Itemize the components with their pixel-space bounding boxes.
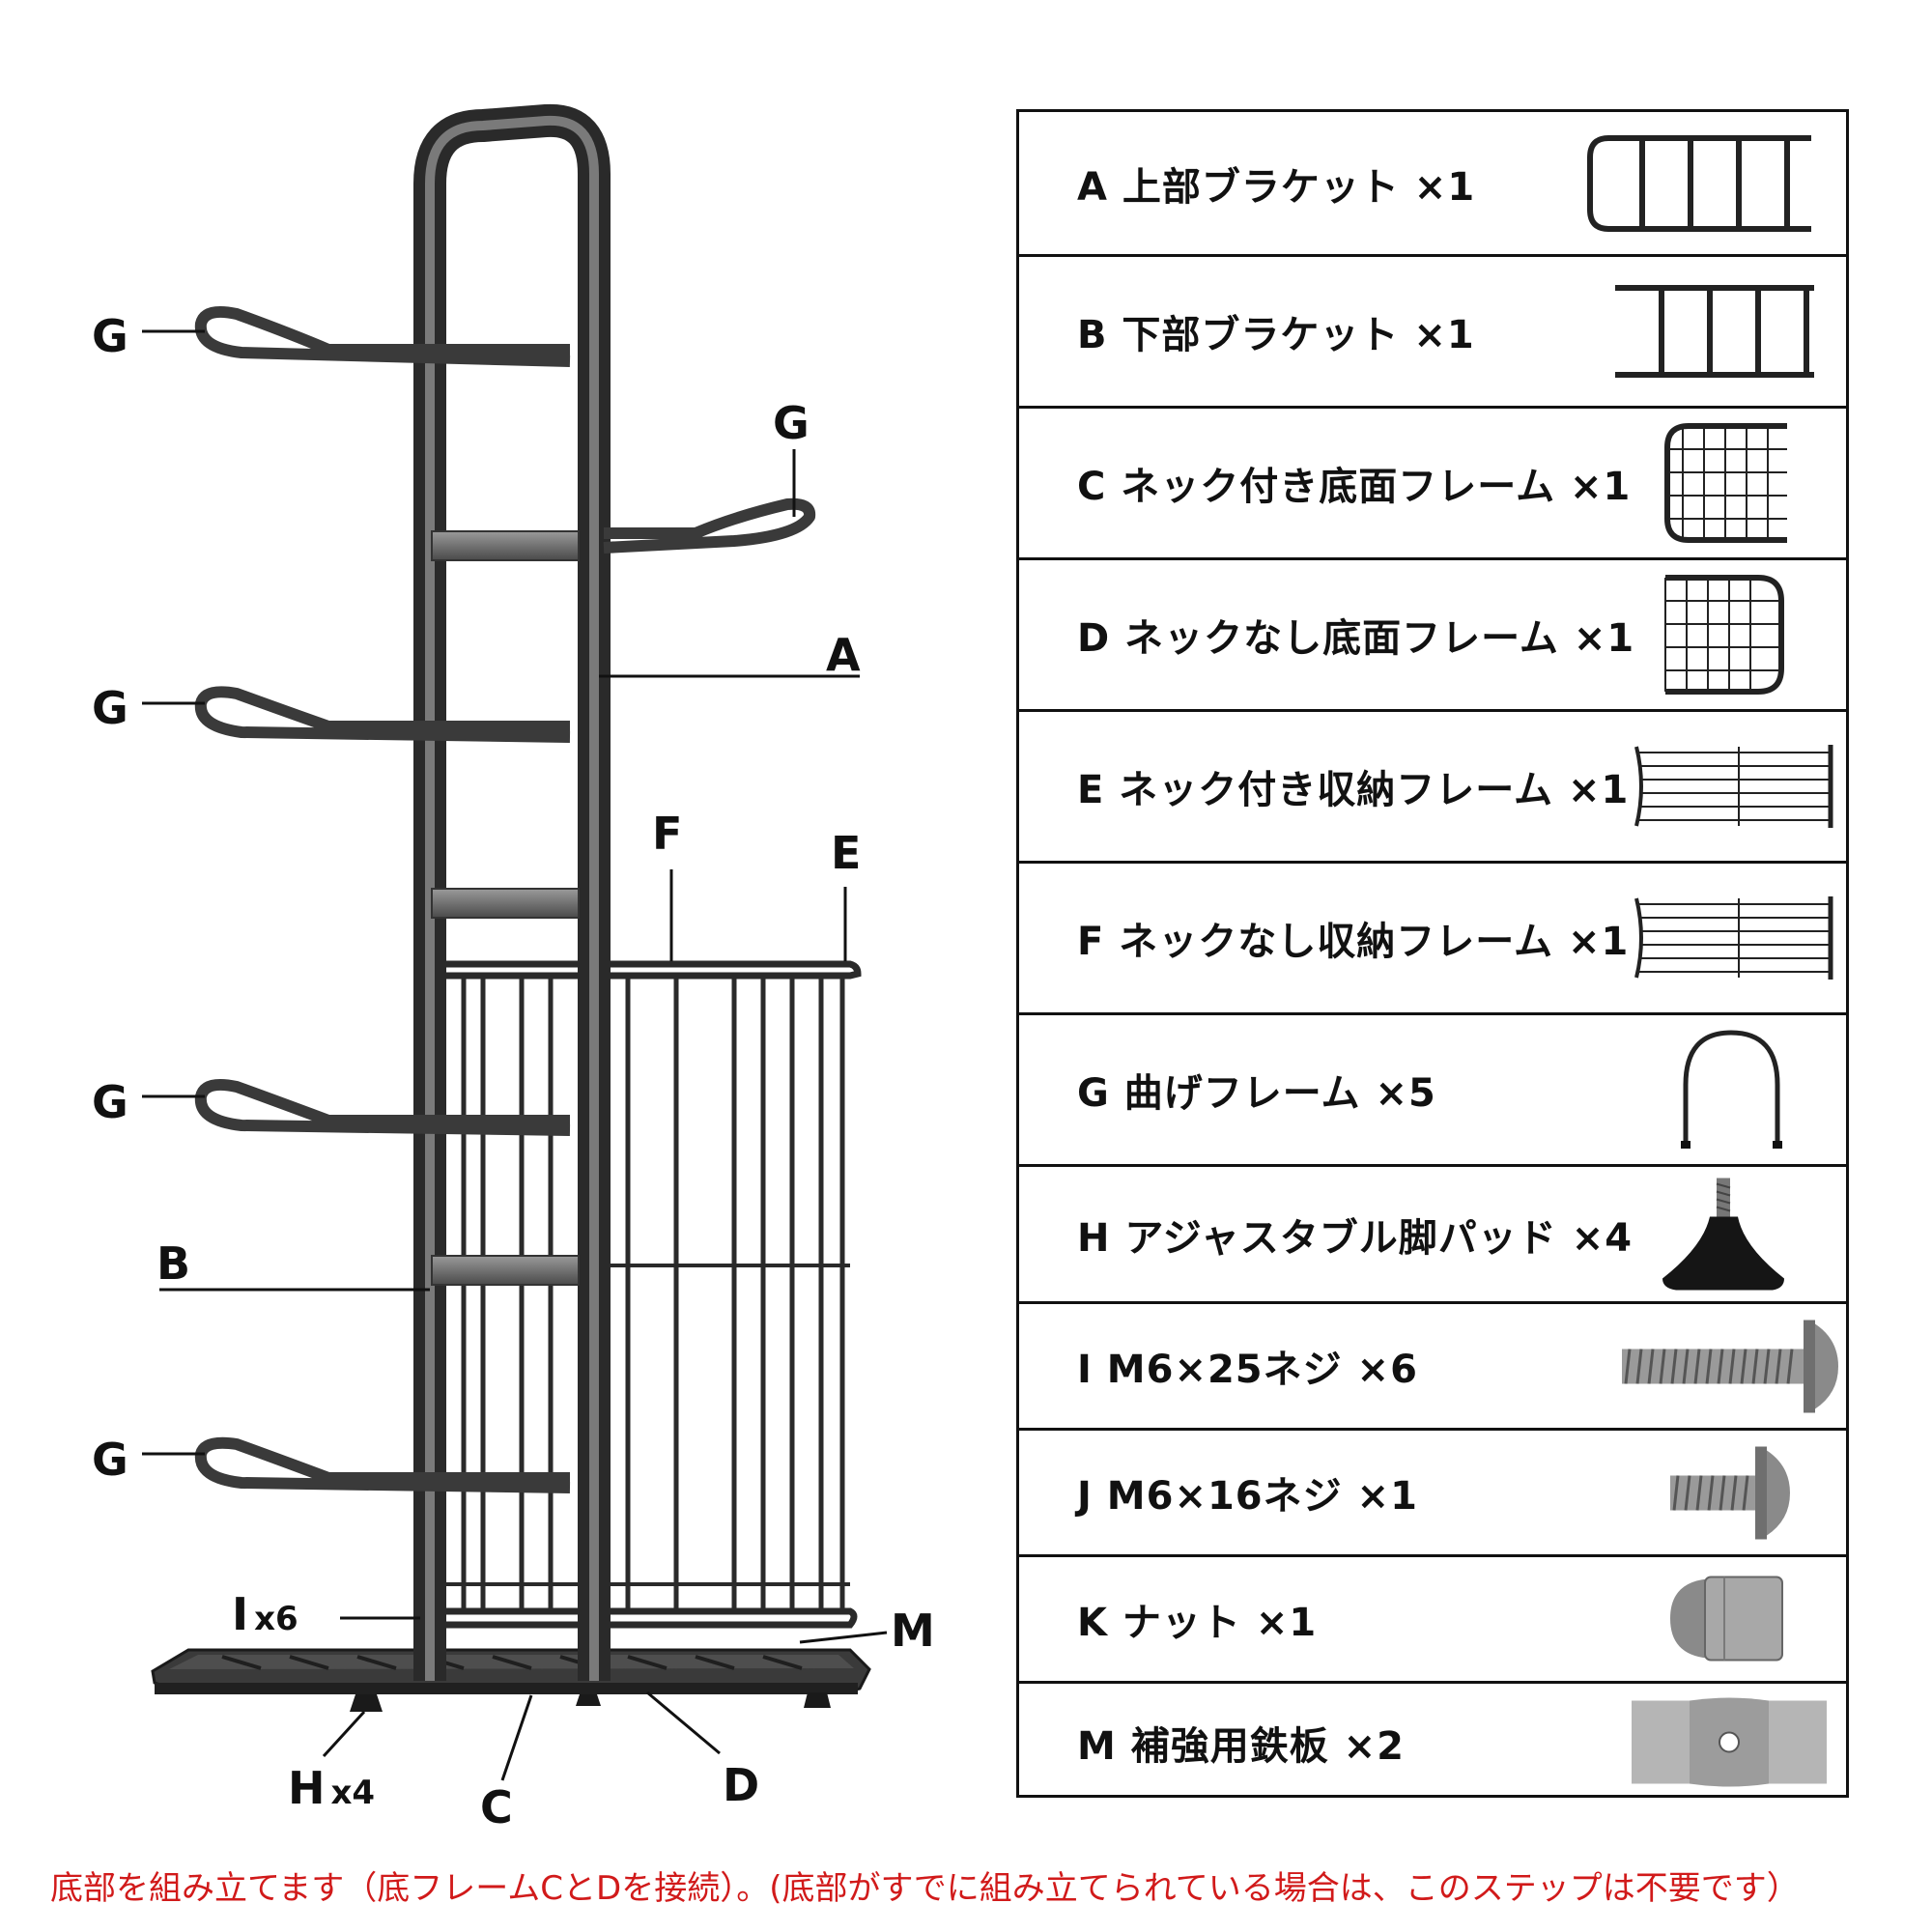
- callout-h-letter: H: [288, 1762, 326, 1814]
- part-row-m: M 補強用鉄板 ×2: [1019, 1684, 1846, 1801]
- callout-a: A: [826, 629, 861, 681]
- base-frame-without-neck-icon: [1664, 575, 1784, 695]
- callout-c: C: [480, 1781, 513, 1833]
- nut-icon: [1670, 1576, 1783, 1662]
- part-row-b: B 下部ブラケット ×1: [1019, 257, 1846, 409]
- part-row-e: E ネック付き収納フレーム ×1: [1019, 712, 1846, 864]
- part-label-g: G 曲げフレーム ×5: [1077, 1071, 1436, 1116]
- part-label-j: J M6×16ネジ ×1: [1077, 1474, 1418, 1519]
- top-bracket-frame: [413, 103, 611, 1681]
- storage-frame-without-neck-icon: [1634, 896, 1833, 980]
- part-label-f: F ネックなし収納フレーム ×1: [1077, 920, 1630, 964]
- screw-m6x16-icon: [1670, 1446, 1790, 1540]
- part-label-d: D ネックなし底面フレーム ×1: [1077, 616, 1635, 661]
- base-frame: [151, 1648, 871, 1712]
- callout-i-letter: I: [232, 1588, 249, 1640]
- part-row-j: J M6×16ネジ ×1: [1019, 1431, 1846, 1557]
- part-label-h: H アジャスタブル脚パッド ×4: [1077, 1215, 1634, 1261]
- leader-lines: [142, 329, 888, 1781]
- bent-frame-icon: [1681, 1030, 1782, 1149]
- bottom-bracket-icon: [1615, 285, 1814, 378]
- top-bracket-icon: [1587, 134, 1811, 232]
- callout-g-5: G: [92, 1434, 128, 1486]
- assembled-rack-diagram: [142, 103, 888, 1781]
- callout-i-qty: x6: [254, 1600, 298, 1638]
- callout-m: M: [891, 1605, 935, 1657]
- part-row-c: C ネック付き底面フレーム ×1: [1019, 409, 1846, 560]
- part-label-e: E ネック付き収納フレーム ×1: [1077, 768, 1630, 812]
- part-label-m: M 補強用鉄板 ×2: [1077, 1723, 1406, 1769]
- reinforcing-plate-icon: [1632, 1697, 1827, 1786]
- part-row-i: I M6×25ネジ ×6: [1019, 1304, 1846, 1431]
- assembly-instruction-note: 底部を組み立てます（底フレームCとDを接続）。(底部がすでに組み立てられている場…: [50, 1869, 1800, 1908]
- part-label-k: K ナット ×1: [1077, 1601, 1318, 1645]
- storage-basket: [444, 960, 862, 1629]
- callout-g-3: G: [92, 682, 128, 734]
- screw-m6x25-icon: [1622, 1320, 1838, 1413]
- part-label-i: I M6×25ネジ ×6: [1077, 1348, 1418, 1392]
- callout-g-1: G: [92, 310, 128, 362]
- bent-frames: [194, 306, 816, 1493]
- part-label-c: C ネック付き底面フレーム ×1: [1077, 465, 1632, 509]
- part-row-f: F ネックなし収納フレーム ×1: [1019, 864, 1846, 1015]
- callout-g-4: G: [92, 1076, 128, 1128]
- part-row-g: G 曲げフレーム ×5: [1019, 1015, 1846, 1167]
- storage-frame-with-neck-icon: [1634, 745, 1833, 828]
- part-row-h: H アジャスタブル脚パッド ×4: [1019, 1167, 1846, 1304]
- part-label-b: B 下部ブラケット ×1: [1077, 313, 1475, 357]
- base-frame-with-neck-icon: [1664, 423, 1787, 543]
- part-row-a: A 上部ブラケット ×1: [1019, 112, 1846, 257]
- callout-h-qty: x4: [330, 1774, 376, 1812]
- callout-g-2: G: [773, 397, 810, 449]
- callout-b: B: [156, 1237, 191, 1290]
- part-label-a: A 上部ブラケット ×1: [1077, 164, 1476, 210]
- callout-e: E: [831, 827, 862, 879]
- parts-list-table: A 上部ブラケット ×1 B 下部ブラケット ×1 C ネック付き底面フレーム …: [1016, 109, 1849, 1798]
- adjustable-foot-pad-icon: [1662, 1178, 1784, 1290]
- part-row-d: D ネックなし底面フレーム ×1: [1019, 560, 1846, 712]
- callout-f: F: [652, 808, 683, 860]
- callout-d: D: [723, 1759, 760, 1811]
- cross-plates: [431, 530, 580, 1286]
- part-row-k: K ナット ×1: [1019, 1557, 1846, 1684]
